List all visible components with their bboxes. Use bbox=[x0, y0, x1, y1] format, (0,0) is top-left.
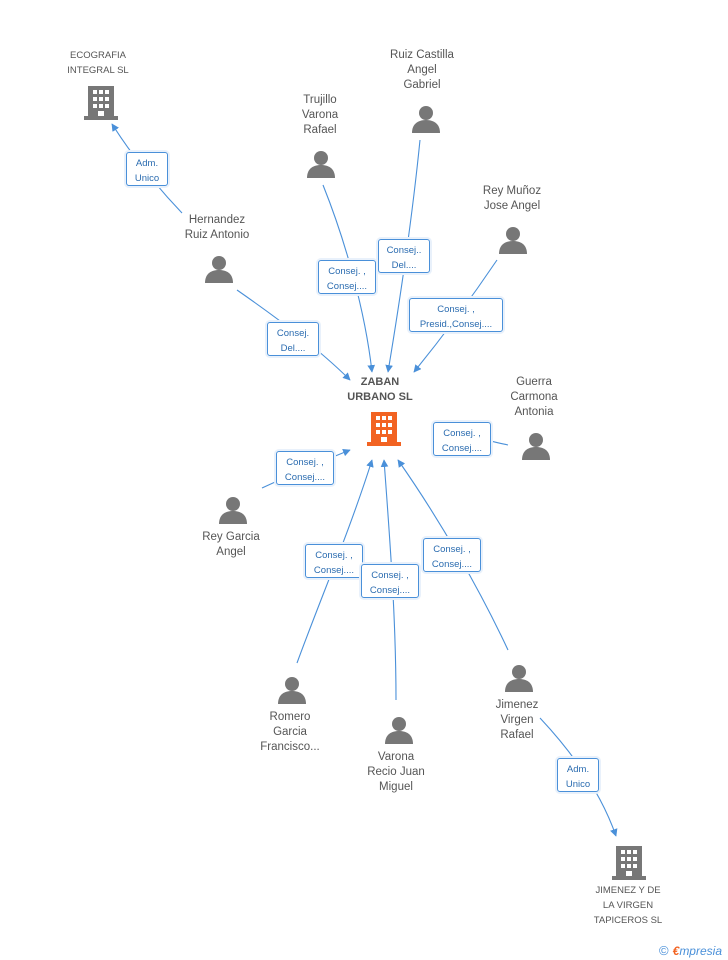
relation-badge[interactable]: Consej. , Consej.... bbox=[433, 422, 491, 456]
building-icon[interactable] bbox=[612, 844, 646, 880]
person-icon[interactable] bbox=[218, 496, 248, 524]
relation-badge[interactable]: Consej. , Consej.... bbox=[318, 260, 376, 294]
brand-name: mpresia bbox=[679, 944, 722, 958]
relation-badge[interactable]: Consej. , Consej.... bbox=[276, 451, 334, 485]
relation-badge[interactable]: Consej. , Consej.... bbox=[423, 538, 481, 572]
center-company-label[interactable]: ZABAN URBANO SL bbox=[347, 376, 413, 403]
relation-badge[interactable]: Consej. Del.... bbox=[267, 322, 319, 356]
person-icon[interactable] bbox=[384, 716, 414, 744]
person-label-rey-garcia[interactable]: Rey Garcia Angel bbox=[202, 531, 260, 558]
person-icon[interactable] bbox=[204, 255, 234, 283]
relation-badge[interactable]: Adm. Unico bbox=[557, 758, 599, 792]
person-icon[interactable] bbox=[277, 676, 307, 704]
person-label-varona-recio[interactable]: Varona Recio Juan Miguel bbox=[367, 751, 425, 793]
person-label-ruiz-castilla[interactable]: Ruiz Castilla Angel Gabriel bbox=[390, 49, 454, 91]
copyright-icon: © bbox=[659, 943, 669, 958]
person-label-guerra[interactable]: Guerra Carmona Antonia bbox=[510, 376, 558, 418]
relation-badge[interactable]: Consej. , Consej.... bbox=[361, 564, 419, 598]
person-icon[interactable] bbox=[498, 226, 528, 254]
footer-brand: ©€mpresia bbox=[659, 943, 722, 958]
relation-badge[interactable]: Consej. , Presid.,Consej.... bbox=[409, 298, 503, 332]
company-label-jimenez-virgen[interactable]: JIMENEZ Y DE LA VIRGEN TAPICEROS SL bbox=[593, 885, 663, 926]
person-icon[interactable] bbox=[521, 432, 551, 460]
person-label-romero[interactable]: Romero Garcia Francisco... bbox=[260, 711, 320, 753]
company-label-ecografia[interactable]: ECOGRAFIA INTEGRAL SL bbox=[67, 50, 129, 76]
relation-badge[interactable]: Adm. Unico bbox=[126, 152, 168, 186]
person-label-trujillo[interactable]: Trujillo Varona Rafael bbox=[301, 94, 339, 136]
brand-logo-letter: € bbox=[672, 944, 680, 958]
person-icon[interactable] bbox=[306, 150, 336, 178]
relation-badge[interactable]: Consej. , Consej.... bbox=[305, 544, 363, 578]
person-icon[interactable] bbox=[504, 664, 534, 692]
person-label-rey-munoz[interactable]: Rey Muñoz Jose Angel bbox=[482, 185, 542, 212]
person-label-jimenez-virgen-rafael[interactable]: Jimenez Virgen Rafael bbox=[495, 699, 539, 741]
person-icon[interactable] bbox=[411, 105, 441, 133]
building-icon[interactable] bbox=[84, 84, 118, 120]
person-label-hernandez[interactable]: Hernandez Ruiz Antonio bbox=[184, 214, 250, 241]
relation-badge[interactable]: Consej.. Del.... bbox=[378, 239, 430, 273]
building-icon[interactable] bbox=[367, 410, 401, 446]
